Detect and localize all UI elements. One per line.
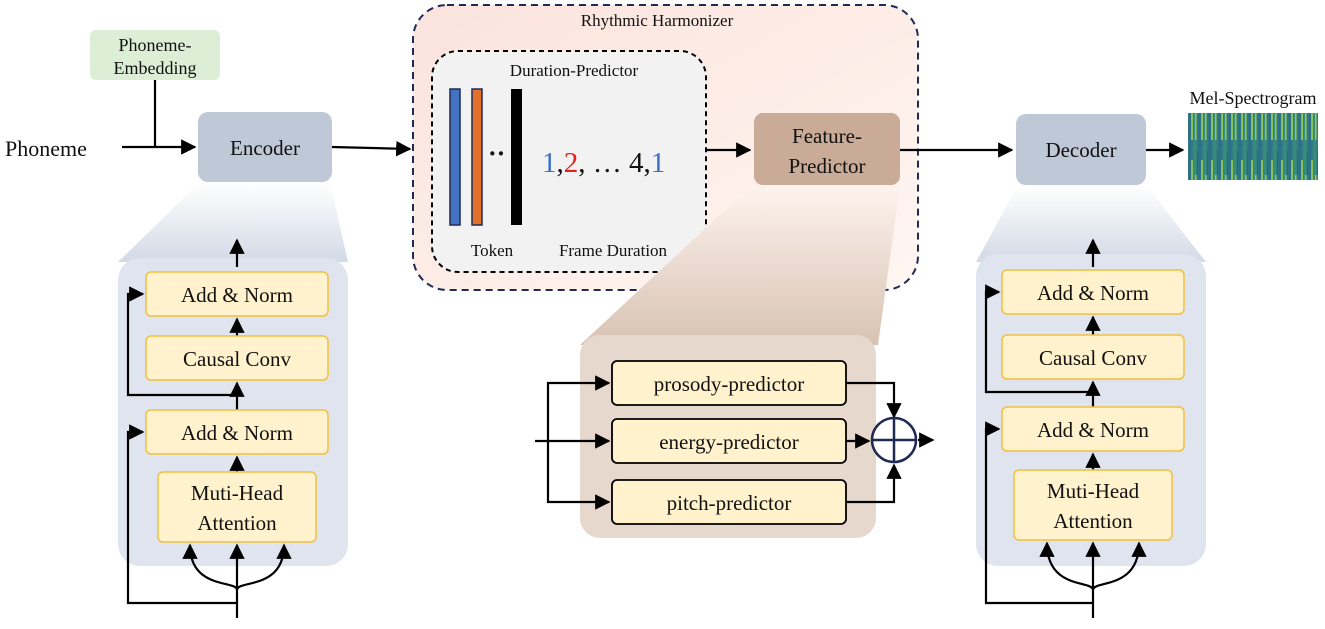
arrow-encoder-to-harmonizer <box>331 140 412 157</box>
decoder-add-norm-top: Add & Norm <box>1001 269 1185 315</box>
svg-text:Add & Norm: Add & Norm <box>1037 418 1149 442</box>
decoder-funnel <box>976 185 1206 262</box>
mel-spectrogram-image <box>1188 113 1318 180</box>
encoder-add-norm-top: Add & Norm <box>145 271 329 317</box>
token-bar <box>449 88 461 226</box>
frame-duration-label: Frame Duration <box>559 241 668 260</box>
encoder-attention: Muti-Head Attention <box>157 471 317 543</box>
decoder-causal-conv: Causal Conv <box>1001 334 1185 380</box>
svg-text:pitch-predictor: pitch-predictor <box>667 491 792 515</box>
encoder-causal-conv: Causal Conv <box>145 335 329 381</box>
svg-text:Add & Norm: Add & Norm <box>181 421 293 445</box>
phoneme-embedding-line1: Phoneme- <box>119 35 192 55</box>
encoder-label: Encoder <box>230 136 300 160</box>
encoder-funnel <box>118 182 348 262</box>
feature-funnel <box>580 185 900 345</box>
decoder-attention: Muti-Head Attention <box>1013 469 1173 541</box>
encoder-block: Encoder <box>198 112 332 182</box>
duration-predictor: Duration-Predictor ·· 1,2, … 4,1 Token F… <box>431 50 707 273</box>
svg-text:Attention: Attention <box>1053 509 1133 533</box>
encoder-connections <box>126 286 292 618</box>
phoneme-embedding-line2: Embedding <box>114 58 197 78</box>
mel-spectrogram-label: Mel-Spectrogram <box>1190 88 1317 108</box>
energy-predictor-box: energy-predictor <box>611 418 847 464</box>
token-ellipsis: ·· <box>488 139 505 168</box>
svg-text:Causal Conv: Causal Conv <box>183 347 291 371</box>
token-label: Token <box>471 241 514 260</box>
duration-predictor-title: Duration-Predictor <box>510 61 639 80</box>
phoneme-embedding-box: Phoneme- Embedding <box>90 30 220 80</box>
svg-text:Causal Conv: Causal Conv <box>1039 346 1147 370</box>
decoder-add-norm-bottom: Add & Norm <box>1001 406 1185 452</box>
token-bar <box>471 88 483 226</box>
svg-text:Feature-: Feature- <box>792 124 862 148</box>
pitch-predictor-box: pitch-predictor <box>611 479 847 525</box>
svg-text:prosody-predictor: prosody-predictor <box>654 372 804 396</box>
decoder-label: Decoder <box>1045 138 1116 162</box>
harmonizer-title: Rhythmic Harmonizer <box>581 11 734 30</box>
feature-detail-connections <box>535 375 935 510</box>
svg-text:Attention: Attention <box>197 511 277 535</box>
svg-text:Add & Norm: Add & Norm <box>1037 281 1149 305</box>
encoder-add-norm-bottom: Add & Norm <box>145 409 329 455</box>
decoder-block: Decoder <box>1016 114 1146 185</box>
phoneme-label: Phoneme <box>5 136 87 161</box>
frame-durations: 1,2, … 4,1 <box>542 147 665 179</box>
svg-text:energy-predictor: energy-predictor <box>659 430 799 454</box>
decoder-connections <box>984 284 1147 618</box>
token-bar <box>511 89 522 225</box>
prosody-predictor-box: prosody-predictor <box>611 360 847 406</box>
svg-text:Predictor: Predictor <box>789 154 866 178</box>
svg-text:Add & Norm: Add & Norm <box>181 283 293 307</box>
svg-text:Muti-Head: Muti-Head <box>1047 479 1140 503</box>
svg-text:Muti-Head: Muti-Head <box>191 481 284 505</box>
sum-operator-icon <box>870 416 918 464</box>
feature-predictor-block: Feature- Predictor <box>754 113 900 185</box>
